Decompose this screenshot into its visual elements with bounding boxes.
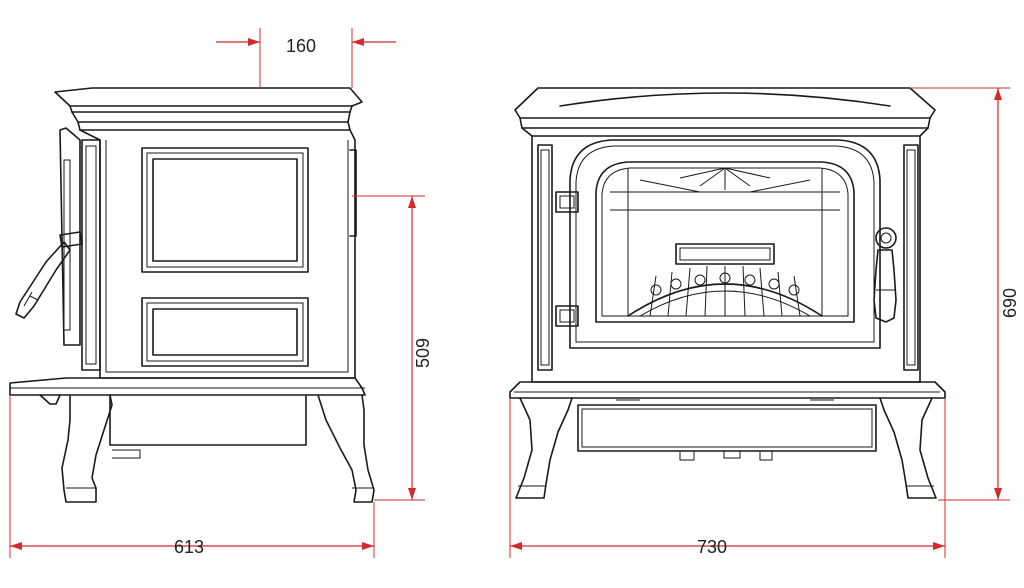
front-left-pillar [537,144,553,371]
front-door-handle [873,227,897,323]
dimension-side-height: 509 [352,195,433,501]
dimension-label-side-depth: 613 [174,537,204,557]
side-view [9,87,375,503]
side-door-handle [15,127,83,346]
dimension-front-height: 690 [910,87,1020,501]
dimension-top-offset: 160 [216,28,396,88]
dimension-label-top-offset: 160 [286,36,316,56]
front-right-pillar [903,144,919,371]
lower-side-panel [141,297,309,367]
dimension-label-side-height: 509 [413,338,433,368]
front-view [509,87,946,499]
dimension-side-depth: 613 [9,395,375,558]
front-ash-drawer [577,399,877,461]
dimension-label-front-height: 690 [1000,288,1020,318]
dimension-front-width: 730 [509,398,946,558]
upper-side-panel [141,147,309,273]
door-hinges [555,191,579,327]
front-door [569,139,881,349]
dimension-label-front-width: 730 [697,537,727,557]
